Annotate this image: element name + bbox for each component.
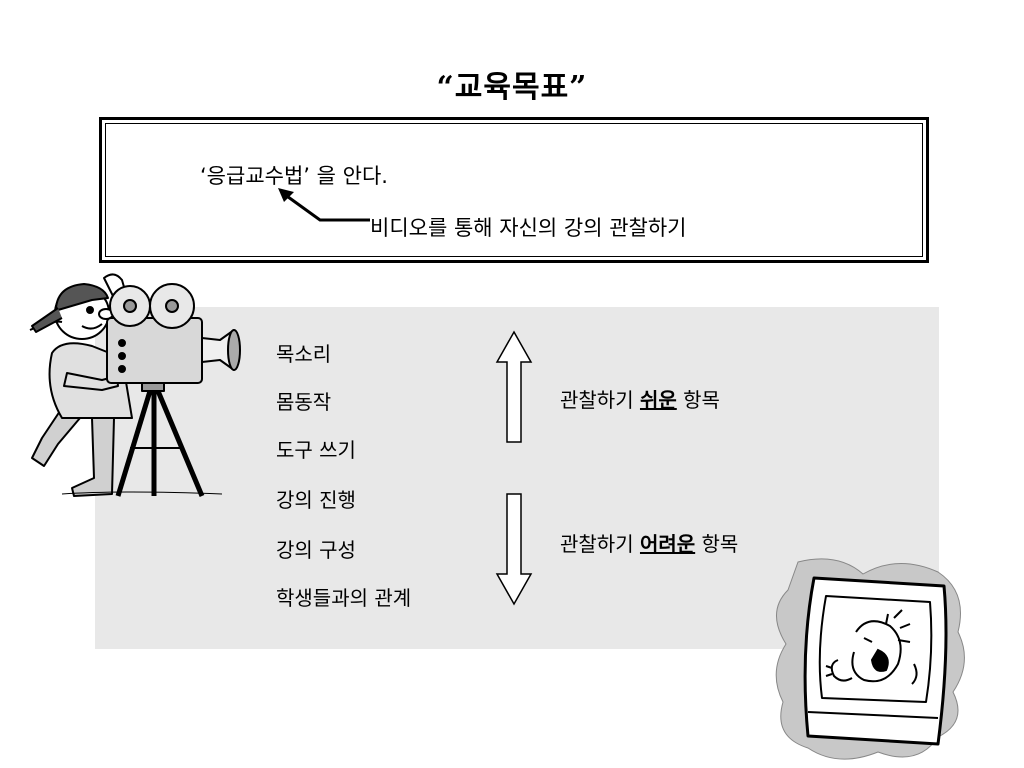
- list-item: 목소리: [276, 342, 332, 366]
- hard-category-label: 관찰하기 어려운 항목: [560, 528, 738, 557]
- hard-prefix: 관찰하기: [560, 532, 640, 556]
- up-arrow-icon: [495, 330, 533, 443]
- easy-category-label: 관찰하기 쉬운 항목: [560, 384, 720, 413]
- list-item: 도구 쓰기: [276, 438, 356, 462]
- goal-note: 비디오를 통해 자신의 강의 관찰하기: [370, 216, 687, 240]
- down-arrow-icon: [495, 493, 533, 606]
- list-item: 몸동작: [276, 390, 332, 414]
- list-item: 강의 구성: [276, 538, 356, 562]
- easy-prefix: 관찰하기: [560, 388, 640, 412]
- hard-emphasis: 어려운: [639, 532, 696, 556]
- easy-suffix: 항목: [676, 388, 720, 412]
- shouting-tv-clipart-icon: [775, 558, 965, 760]
- pointer-arrow-icon: [278, 188, 370, 222]
- easy-emphasis: 쉬운: [639, 388, 677, 412]
- hard-suffix: 항목: [695, 532, 739, 556]
- goal-box-inner-border: [105, 123, 923, 257]
- list-item: 학생들과의 관계: [276, 586, 412, 610]
- goal-box: [99, 117, 929, 263]
- goal-statement: ‘응급교수법’ 을 안다.: [200, 164, 388, 188]
- slide-title: “교육목표”: [436, 70, 588, 105]
- cameraman-clipart-icon: [29, 273, 241, 497]
- list-item: 강의 진행: [276, 488, 356, 512]
